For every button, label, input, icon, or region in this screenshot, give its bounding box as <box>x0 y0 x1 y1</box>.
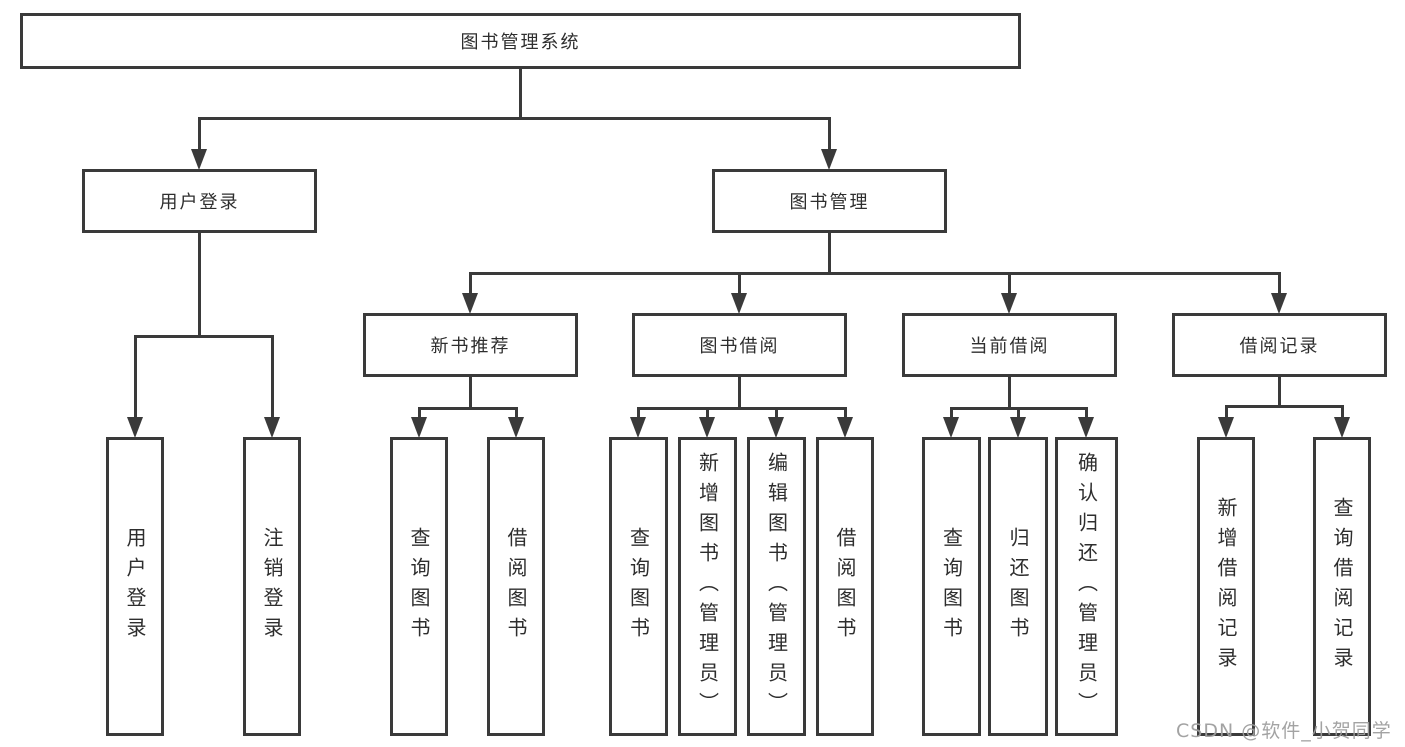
node-user-login: 用户登录 <box>82 169 317 233</box>
arrowhead-down-icon <box>191 149 207 170</box>
connector-rail <box>133 335 274 338</box>
connector-drop <box>774 407 778 418</box>
leaf-bb-borrow-books: 借阅图书 <box>816 437 874 736</box>
connector-stem <box>737 377 741 410</box>
connector-drop <box>1340 405 1344 418</box>
arrowhead-down-icon <box>127 417 143 438</box>
connector-drop <box>1224 405 1228 418</box>
connector-drop <box>468 272 472 294</box>
connector-drop <box>133 335 137 418</box>
connector-stem <box>197 233 201 338</box>
node-library-management-system: 图书管理系统 <box>20 13 1021 69</box>
arrowhead-down-icon <box>462 293 478 314</box>
connector-drop <box>827 117 831 150</box>
arrowhead-down-icon <box>1271 293 1287 314</box>
leaf-logout: 注销登录 <box>243 437 301 736</box>
arrowhead-down-icon <box>411 417 427 438</box>
leaf-cb-query-books: 查询图书 <box>922 437 981 736</box>
leaf-user-login: 用户登录 <box>106 437 164 736</box>
connector-drop <box>1084 407 1088 418</box>
leaf-nbr-query-books: 查询图书 <box>390 437 448 736</box>
connector-drop <box>1016 407 1020 418</box>
connector-drop <box>737 272 741 294</box>
connector-stem <box>827 233 831 275</box>
leaf-cb-confirm-return-admin: 确认归还（管理员） <box>1055 437 1118 736</box>
connector-drop <box>636 407 640 418</box>
connector-rail <box>1224 405 1344 408</box>
node-current-borrowing: 当前借阅 <box>902 313 1117 377</box>
leaf-bb-query-books: 查询图书 <box>609 437 668 736</box>
watermark: CSDN @软件_小贺同学 <box>1176 720 1392 742</box>
arrowhead-down-icon <box>1010 417 1026 438</box>
arrowhead-down-icon <box>1001 293 1017 314</box>
leaf-cb-return-books: 归还图书 <box>988 437 1048 736</box>
connector-stem <box>468 377 472 410</box>
connector-drop <box>417 407 421 418</box>
connector-drop <box>949 407 953 418</box>
connector-rail <box>468 272 1281 275</box>
arrowhead-down-icon <box>768 417 784 438</box>
leaf-bb-add-books-admin: 新增图书（管理员） <box>678 437 737 736</box>
leaf-br-add-record: 新增借阅记录 <box>1197 437 1255 736</box>
arrowhead-down-icon <box>699 417 715 438</box>
arrowhead-down-icon <box>731 293 747 314</box>
connector-drop <box>514 407 518 418</box>
connector-stem <box>1007 377 1011 410</box>
arrowhead-down-icon <box>943 417 959 438</box>
connector-drop <box>270 335 274 418</box>
arrowhead-down-icon <box>1218 417 1234 438</box>
arrowhead-down-icon <box>1078 417 1094 438</box>
leaf-bb-edit-books-admin: 编辑图书（管理员） <box>747 437 806 736</box>
connector-drop <box>705 407 709 418</box>
connector-rail <box>197 117 831 120</box>
connector-rail <box>417 407 518 410</box>
node-book-borrowing: 图书借阅 <box>632 313 847 377</box>
arrowhead-down-icon <box>1334 417 1350 438</box>
connector-drop <box>1277 272 1281 294</box>
connector-stem <box>1277 377 1281 408</box>
connector-drop <box>197 117 201 150</box>
arrowhead-down-icon <box>508 417 524 438</box>
arrowhead-down-icon <box>630 417 646 438</box>
connector-drop <box>1007 272 1011 294</box>
leaf-br-query-record: 查询借阅记录 <box>1313 437 1371 736</box>
arrowhead-down-icon <box>821 149 837 170</box>
node-book-management: 图书管理 <box>712 169 947 233</box>
node-borrowing-records: 借阅记录 <box>1172 313 1387 377</box>
node-new-book-recommendation: 新书推荐 <box>363 313 578 377</box>
connector-stem <box>518 69 522 120</box>
leaf-nbr-borrow-books: 借阅图书 <box>487 437 545 736</box>
connector-drop <box>843 407 847 418</box>
arrowhead-down-icon <box>264 417 280 438</box>
connector-rail <box>636 407 847 410</box>
arrowhead-down-icon <box>837 417 853 438</box>
